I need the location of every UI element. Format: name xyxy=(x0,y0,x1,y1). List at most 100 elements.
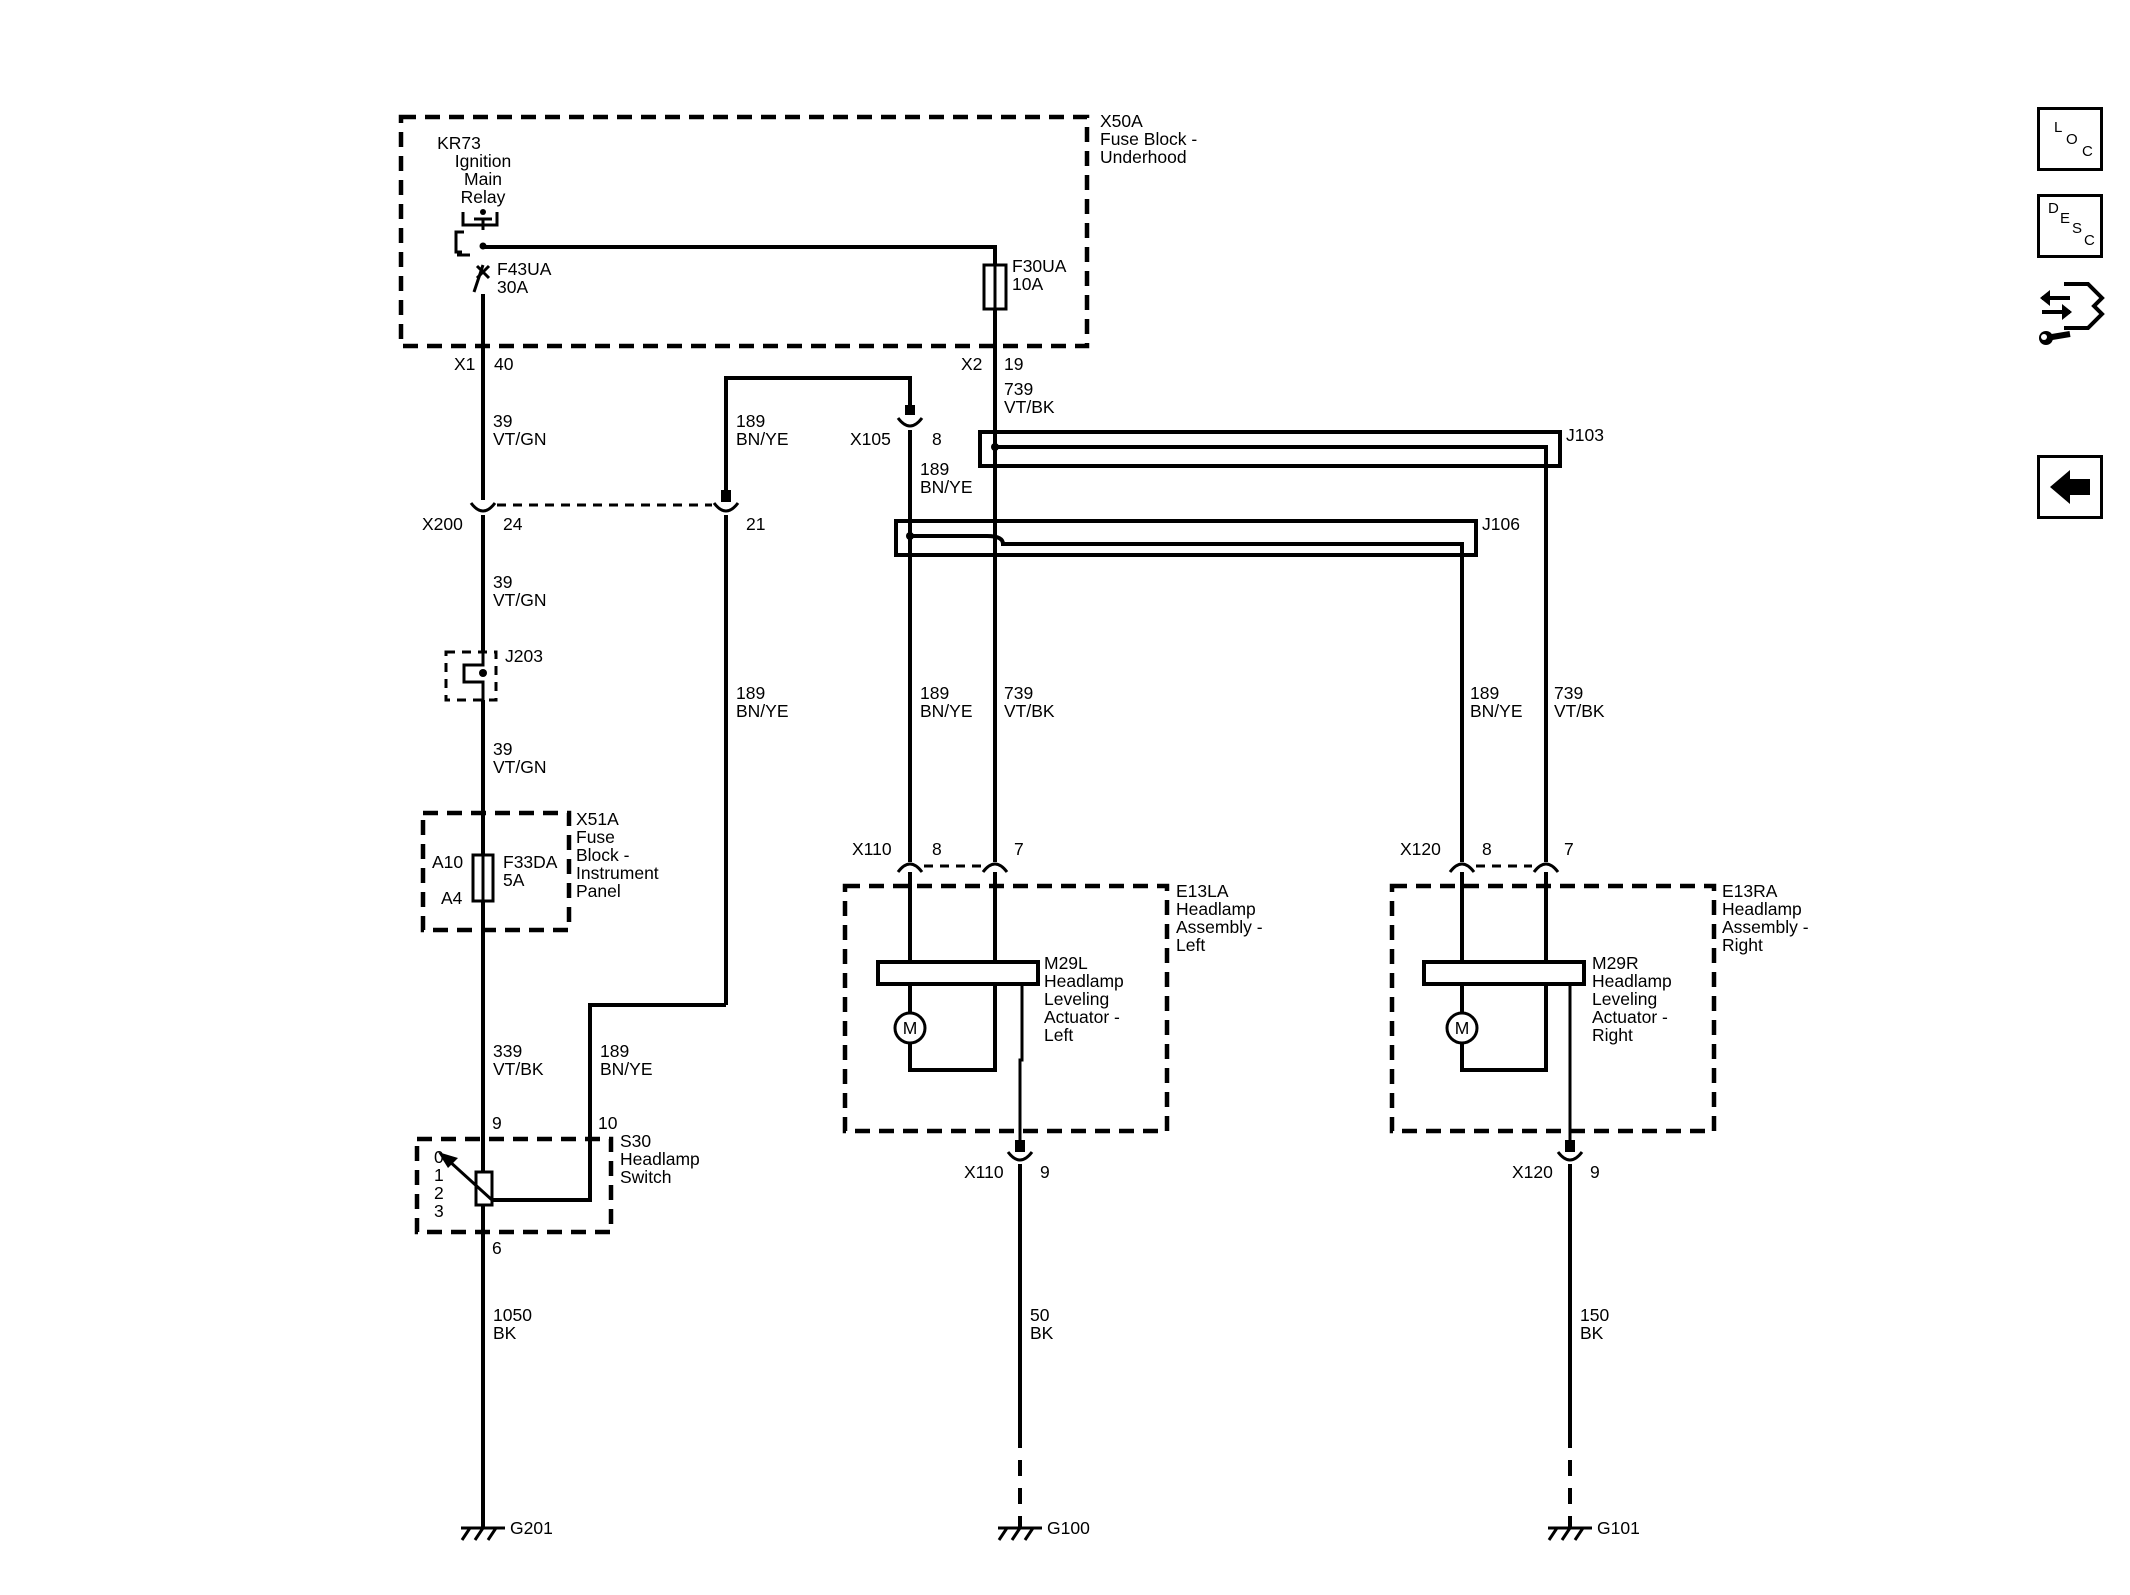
x51a-label: X51A xyxy=(576,809,619,829)
x1-pin: 40 xyxy=(494,354,514,374)
headlamp-switch: 0 1 2 3 9 10 6 S30 Headlamp Switch xyxy=(414,1003,726,1258)
ground-g101: G101 xyxy=(1547,1518,1640,1541)
w189-color-4: BN/YE xyxy=(920,477,973,497)
x105-pin: 8 xyxy=(932,429,942,449)
fuse-block-underhood: X50A Fuse Block - Underhood xyxy=(398,111,1197,349)
x51a-name-2: Block - xyxy=(576,845,630,865)
x50a-name-1: Fuse Block - xyxy=(1100,129,1197,149)
g100-label: G100 xyxy=(1047,1518,1090,1538)
x110-pin-9: 9 xyxy=(1040,1162,1050,1182)
relay-bus-wire xyxy=(483,245,997,265)
w189-color-3: BN/YE xyxy=(600,1059,653,1079)
w189-circuit-5: 189 xyxy=(920,683,949,703)
splice-j103: J103 xyxy=(978,425,1604,862)
desc-letter-c: C xyxy=(2084,232,2095,249)
location-button[interactable]: L O C xyxy=(2037,107,2103,171)
back-arrow-icon xyxy=(2050,470,2090,504)
w1050-circuit: 1050 xyxy=(493,1305,532,1325)
x120-pin-8: 8 xyxy=(1482,839,1492,859)
fuse-f30ua: F30UA 10A xyxy=(982,256,1067,311)
kr73-name-1: Ignition xyxy=(455,151,511,171)
desc-letter-e: E xyxy=(2060,210,2071,227)
x2-label: X2 xyxy=(961,354,982,374)
x51a-name-1: Fuse xyxy=(576,827,615,847)
f33da-rating: 5A xyxy=(503,870,525,890)
connector-x110-ground: X110 9 xyxy=(964,1140,1050,1182)
x120-pin-9: 9 xyxy=(1590,1162,1600,1182)
w739-color-3: VT/BK xyxy=(1554,701,1605,721)
f43ua-rating: 30A xyxy=(497,277,528,297)
loc-letter-l: L xyxy=(2054,119,2063,136)
m29l-name-4: Left xyxy=(1044,1025,1073,1045)
connector-service-icon[interactable] xyxy=(2036,276,2108,350)
m29r-motor-label: M xyxy=(1455,1018,1470,1038)
w39-circuit-2: 39 xyxy=(493,572,512,592)
wire-189-loop xyxy=(724,376,912,490)
kr73-name-3: Relay xyxy=(461,187,506,207)
e13la-name-1: Headlamp xyxy=(1176,899,1256,919)
s30-pos-2: 2 xyxy=(434,1183,444,1203)
e13la-name-2: Assembly - xyxy=(1176,917,1263,937)
x50a-name-2: Underhood xyxy=(1100,147,1187,167)
headlamp-assembly-right: E13RA Headlamp Assembly - Right xyxy=(1389,881,1809,1134)
fuse-block-instrument-panel: A10 A4 F33DA 5A X51A Fuse Block - Instru… xyxy=(420,809,659,933)
back-button[interactable] xyxy=(2037,455,2103,519)
w339-color: VT/BK xyxy=(493,1059,544,1079)
connector-x120-ground: X120 9 xyxy=(1512,1140,1600,1182)
kr73-label: KR73 xyxy=(437,133,481,153)
splice-j106: J106 xyxy=(894,514,1520,862)
w150-color: BK xyxy=(1580,1323,1604,1343)
w39-circuit-1: 39 xyxy=(493,411,512,431)
x51a-name-3: Instrument xyxy=(576,863,659,883)
f33da-label: F33DA xyxy=(503,852,558,872)
w739-circuit-2: 739 xyxy=(1004,683,1033,703)
g201-label: G201 xyxy=(510,1518,553,1538)
e13ra-name-1: Headlamp xyxy=(1722,899,1802,919)
w39-color-2: VT/GN xyxy=(493,590,546,610)
m29l-name-3: Actuator - xyxy=(1044,1007,1120,1027)
x51a-name-4: Panel xyxy=(576,881,621,901)
w189-color-1: BN/YE xyxy=(736,429,789,449)
x200-label: X200 xyxy=(422,514,463,534)
s30-label: S30 xyxy=(620,1131,651,1151)
e13ra-name-2: Assembly - xyxy=(1722,917,1809,937)
s30-pin-6: 6 xyxy=(492,1238,502,1258)
m29l-name-2: Leveling xyxy=(1044,989,1109,1009)
splice-j203: J203 xyxy=(444,646,543,702)
loc-letter-c: C xyxy=(2082,143,2093,160)
s30-pos-0: 0 xyxy=(434,1147,444,1167)
w339-circuit: 339 xyxy=(493,1041,522,1061)
w150-circuit: 150 xyxy=(1580,1305,1609,1325)
x200-pin-24: 24 xyxy=(503,514,523,534)
kr73-name-2: Main xyxy=(464,169,502,189)
x110-label-bottom: X110 xyxy=(964,1162,1004,1182)
s30-name-2: Switch xyxy=(620,1167,672,1187)
description-button[interactable]: D E S C xyxy=(2037,194,2103,258)
s30-pin-10: 10 xyxy=(598,1113,618,1133)
ground-g100: G100 xyxy=(997,1518,1090,1541)
m29r-name-3: Actuator - xyxy=(1592,1007,1668,1027)
f43ua-label: F43UA xyxy=(497,259,552,279)
connector-x200: X200 24 21 xyxy=(422,502,765,534)
actuator-left: M M29L Headlamp Leveling Actuator - Left xyxy=(876,872,1124,1150)
ignition-main-relay: KR73 Ignition Main Relay xyxy=(437,133,511,293)
headlamp-assembly-left: E13LA Headlamp Assembly - Left xyxy=(842,881,1263,1134)
w739-circuit-1: 739 xyxy=(1004,379,1033,399)
m29r-name-1: Headlamp xyxy=(1592,971,1672,991)
m29r-name-2: Leveling xyxy=(1592,989,1657,1009)
x110-label-top: X110 xyxy=(852,839,892,859)
x110-pin-7: 7 xyxy=(1014,839,1024,859)
w39-circuit-3: 39 xyxy=(493,739,512,759)
j203-label: J203 xyxy=(505,646,543,666)
x120-label-bottom: X120 xyxy=(1512,1162,1553,1182)
ground-g201: G201 xyxy=(460,1518,553,1541)
x200-pin-21: 21 xyxy=(746,514,765,534)
x110-pin-8: 8 xyxy=(932,839,942,859)
x120-label-top: X120 xyxy=(1400,839,1441,859)
m29l-label: M29L xyxy=(1044,953,1088,973)
desc-letter-s: S xyxy=(2072,220,2083,237)
x1-label: X1 xyxy=(454,354,475,374)
connector-x120-top: X120 8 7 xyxy=(1400,839,1574,873)
f30ua-label: F30UA xyxy=(1012,256,1067,276)
